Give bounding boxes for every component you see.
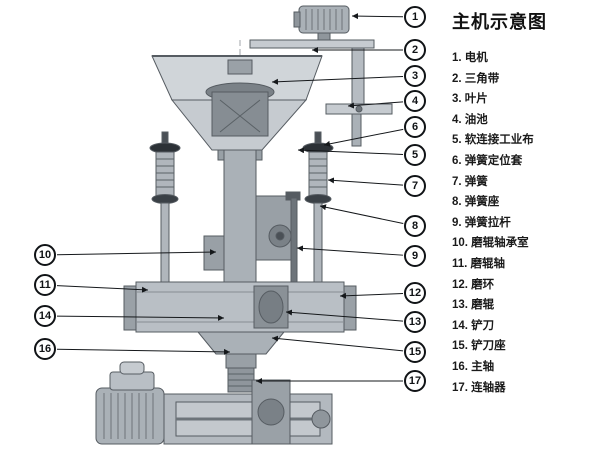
legend-item-7: 7. 弹簧 <box>452 175 488 188</box>
leader-line-1 <box>351 13 404 20</box>
leader-line-3 <box>271 76 404 85</box>
top-bracket <box>249 39 393 147</box>
callout-10: 10 <box>34 244 56 266</box>
legend-item-3: 3. 叶片 <box>452 93 488 106</box>
legend-item-8: 8. 弹簧座 <box>452 196 500 209</box>
legend-panel: 主机示意图 1. 电机 2. 三角带 3. 叶片 4. 油池 5. 软连接工业布 6. 弹… <box>452 4 598 398</box>
gearbox <box>163 379 333 445</box>
legend-item-15: 15. 铲刀座 <box>452 340 506 353</box>
legend-item-13: 13. 磨辊 <box>452 299 495 312</box>
leader-line-10 <box>56 249 217 256</box>
leader-line-11 <box>56 285 149 293</box>
callout-15: 15 <box>404 341 426 363</box>
leader-line-13 <box>285 309 404 322</box>
callout-9: 9 <box>404 245 426 267</box>
legend-item-9: 9. 弹簧拉杆 <box>452 216 511 229</box>
leader-line-9 <box>296 245 404 256</box>
callout-7: 7 <box>404 175 426 197</box>
callout-5: 5 <box>404 144 426 166</box>
leader-line-14 <box>56 314 225 321</box>
callout-2: 2 <box>404 39 426 61</box>
leader-line-8 <box>319 204 404 225</box>
shaft-and-coupling <box>196 331 286 393</box>
legend-item-16: 16. 主轴 <box>452 360 495 373</box>
callout-17: 17 <box>404 370 426 392</box>
leader-line-16 <box>56 348 231 355</box>
left-spring-assembly <box>149 131 181 283</box>
mill-housing <box>151 55 323 151</box>
leader-line-6 <box>323 128 404 147</box>
legend-item-4: 4. 油池 <box>452 113 488 126</box>
legend-item-14: 14. 铲刀 <box>452 319 495 332</box>
callout-14: 14 <box>34 305 56 327</box>
legend-list: 1. 电机 2. 三角带 3. 叶片 4. 油池 5. 软连接工业布 6. 弹簧定位套 7.… <box>452 48 598 398</box>
figure-title: 主机示意图 <box>452 12 547 32</box>
leader-line-7 <box>327 177 404 186</box>
leader-line-15 <box>271 335 404 352</box>
callout-13: 13 <box>404 311 426 333</box>
leader-line-4 <box>347 101 404 109</box>
callout-16: 16 <box>34 338 56 360</box>
legend-item-12: 12. 磨环 <box>452 278 495 291</box>
legend-item-2: 2. 三角带 <box>452 72 500 85</box>
callout-12: 12 <box>404 282 426 304</box>
leader-line-5 <box>297 147 404 155</box>
legend-item-11: 11. 磨辊轴 <box>452 257 506 270</box>
callout-11: 11 <box>34 274 56 296</box>
legend-item-6: 6. 弹簧定位套 <box>452 154 523 167</box>
bottom-motor <box>95 361 165 445</box>
legend-item-5: 5. 软连接工业布 <box>452 134 534 147</box>
callout-8: 8 <box>404 215 426 237</box>
leader-line-12 <box>339 292 404 299</box>
legend-item-17: 17. 连轴器 <box>452 381 506 394</box>
callout-4: 4 <box>404 90 426 112</box>
legend-item-10: 10. 磨辊轴承室 <box>452 237 529 250</box>
callout-3: 3 <box>404 65 426 87</box>
grinding-chamber <box>123 281 357 333</box>
callout-6: 6 <box>404 116 426 138</box>
legend-item-1: 1. 电机 <box>452 52 488 64</box>
callout-1: 1 <box>404 6 426 28</box>
